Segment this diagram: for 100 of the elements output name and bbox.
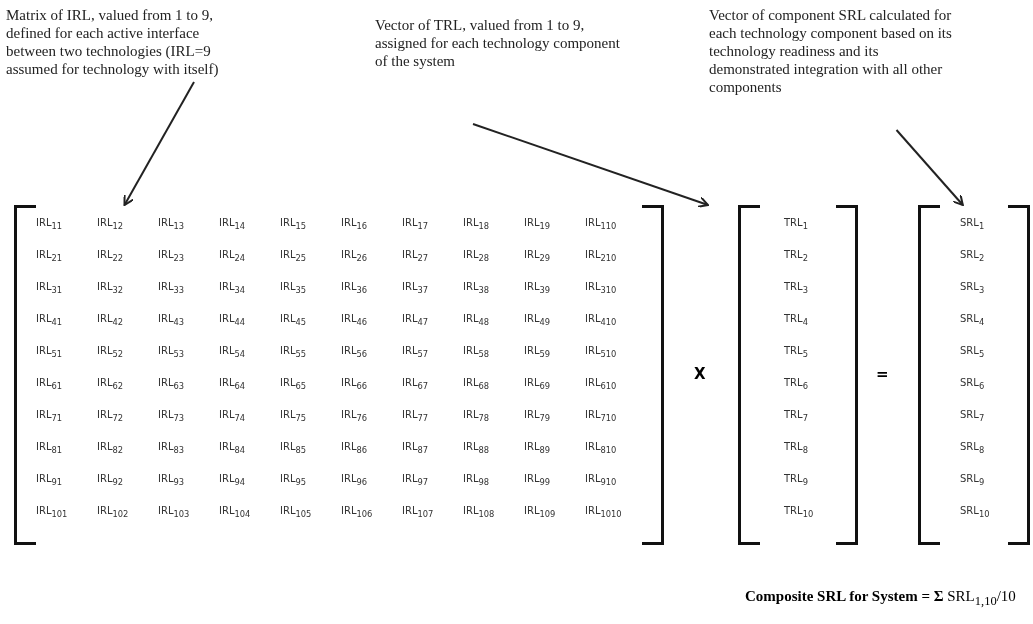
matrix-entry: IRL$_{96}$: [341, 473, 368, 487]
matrix-entry: IRL$_{46}$: [341, 313, 368, 327]
matrix-entry: IRL$_{48}$: [463, 313, 490, 327]
matrix-entry: IRL$_{51}$: [36, 345, 63, 359]
matrix-entry: IRL$_{67}$: [402, 377, 429, 391]
matrix-entry: IRL$_{19}$: [524, 217, 551, 231]
matrix-entry: TRL$_{10}$: [784, 505, 814, 519]
matrix-entry: IRL$_{72}$: [97, 409, 124, 423]
matrix-entry: TRL$_{6}$: [784, 377, 808, 391]
matrix-entry: IRL$_{49}$: [524, 313, 551, 327]
matrix-entry: SRL$_{2}$: [960, 249, 985, 263]
matrix-entry: IRL$_{710}$: [585, 409, 617, 423]
arrow: [123, 81, 195, 206]
matrix-entry: IRL$_{64}$: [219, 377, 246, 391]
matrix-entry: IRL$_{18}$: [463, 217, 490, 231]
matrix-entry: IRL$_{75}$: [280, 409, 307, 423]
annotation-text: Vector of TRL, valued from 1 to 9, assigned for each technology component of the system: [375, 16, 620, 70]
matrix-entry: IRL$_{77}$: [402, 409, 429, 423]
matrix-entry: IRL$_{13}$: [158, 217, 185, 231]
matrix-entry: IRL$_{410}$: [585, 313, 617, 327]
matrix-entry: IRL$_{108}$: [463, 505, 495, 519]
irl-matrix: [14, 205, 664, 545]
matrix-entry: IRL$_{85}$: [280, 441, 307, 455]
matrix-entry: IRL$_{25}$: [280, 249, 307, 263]
matrix-entry: IRL$_{45}$: [280, 313, 307, 327]
matrix-entry: IRL$_{81}$: [36, 441, 63, 455]
matrix-entry: TRL$_{4}$: [784, 313, 808, 327]
annotation-text: Vector of component SRL calculated for each technology component based on its technology readiness and its demonstrated integration with all other components: [709, 6, 959, 96]
matrix-entry: IRL$_{99}$: [524, 473, 551, 487]
matrix-entry: IRL$_{58}$: [463, 345, 490, 359]
matrix-entry: IRL$_{94}$: [219, 473, 246, 487]
matrix-entry: SRL$_{1}$: [960, 217, 985, 231]
matrix-entry: IRL$_{73}$: [158, 409, 185, 423]
matrix-entry: TRL$_{5}$: [784, 345, 808, 359]
matrix-entry: IRL$_{1010}$: [585, 505, 622, 519]
matrix-entry: IRL$_{24}$: [219, 249, 246, 263]
matrix-entry: IRL$_{31}$: [36, 281, 63, 295]
matrix-entry: SRL$_{4}$: [960, 313, 985, 327]
matrix-entry: IRL$_{33}$: [158, 281, 185, 295]
matrix-entry: IRL$_{97}$: [402, 473, 429, 487]
matrix-entry: IRL$_{35}$: [280, 281, 307, 295]
matrix-entry: IRL$_{38}$: [463, 281, 490, 295]
multiply-sign: X: [694, 365, 706, 383]
equals-sign: =: [876, 365, 889, 383]
matrix-entry: IRL$_{310}$: [585, 281, 617, 295]
formula-text: Composite SRL for System = Σ SRL$_{1,10}$/10: [745, 588, 1016, 609]
matrix-entry: SRL$_{5}$: [960, 345, 985, 359]
matrix-entry: TRL$_{3}$: [784, 281, 808, 295]
matrix-entry: IRL$_{57}$: [402, 345, 429, 359]
matrix-entry: IRL$_{21}$: [36, 249, 63, 263]
matrix-entry: IRL$_{14}$: [219, 217, 246, 231]
matrix-entry: IRL$_{42}$: [97, 313, 124, 327]
matrix-entry: TRL$_{1}$: [784, 217, 808, 231]
matrix-entry: IRL$_{101}$: [36, 505, 68, 519]
matrix-entry: IRL$_{84}$: [219, 441, 246, 455]
srl-vector: [918, 205, 1030, 545]
matrix-entry: SRL$_{8}$: [960, 441, 985, 455]
matrix-entry: IRL$_{12}$: [97, 217, 124, 231]
matrix-entry: IRL$_{110}$: [585, 217, 617, 231]
matrix-entry: IRL$_{109}$: [524, 505, 556, 519]
matrix-entry: IRL$_{83}$: [158, 441, 185, 455]
matrix-entry: TRL$_{9}$: [784, 473, 808, 487]
matrix-entry: IRL$_{54}$: [219, 345, 246, 359]
arrow: [472, 123, 709, 208]
matrix-entry: IRL$_{32}$: [97, 281, 124, 295]
matrix-entry: IRL$_{44}$: [219, 313, 246, 327]
matrix-entry: IRL$_{61}$: [36, 377, 63, 391]
matrix-entry: IRL$_{16}$: [341, 217, 368, 231]
matrix-entry: IRL$_{610}$: [585, 377, 617, 391]
matrix-entry: IRL$_{105}$: [280, 505, 312, 519]
matrix-entry: SRL$_{7}$: [960, 409, 985, 423]
matrix-entry: IRL$_{79}$: [524, 409, 551, 423]
matrix-entry: IRL$_{37}$: [402, 281, 429, 295]
matrix-entry: IRL$_{91}$: [36, 473, 63, 487]
matrix-entry: IRL$_{36}$: [341, 281, 368, 295]
matrix-entry: IRL$_{65}$: [280, 377, 307, 391]
matrix-entry: SRL$_{3}$: [960, 281, 985, 295]
matrix-entry: TRL$_{8}$: [784, 441, 808, 455]
matrix-entry: IRL$_{68}$: [463, 377, 490, 391]
matrix-entry: IRL$_{17}$: [402, 217, 429, 231]
matrix-entry: IRL$_{52}$: [97, 345, 124, 359]
matrix-entry: IRL$_{62}$: [97, 377, 124, 391]
matrix-entry: IRL$_{71}$: [36, 409, 63, 423]
matrix-entry: IRL$_{92}$: [97, 473, 124, 487]
matrix-entry: IRL$_{74}$: [219, 409, 246, 423]
matrix-entry: IRL$_{27}$: [402, 249, 429, 263]
matrix-entry: TRL$_{2}$: [784, 249, 808, 263]
matrix-entry: IRL$_{66}$: [341, 377, 368, 391]
matrix-entry: IRL$_{82}$: [97, 441, 124, 455]
arrow: [895, 129, 964, 206]
matrix-entry: IRL$_{98}$: [463, 473, 490, 487]
matrix-entry: IRL$_{41}$: [36, 313, 63, 327]
matrix-entry: IRL$_{55}$: [280, 345, 307, 359]
matrix-entry: IRL$_{210}$: [585, 249, 617, 263]
matrix-entry: IRL$_{59}$: [524, 345, 551, 359]
matrix-entry: IRL$_{15}$: [280, 217, 307, 231]
matrix-entry: IRL$_{78}$: [463, 409, 490, 423]
matrix-entry: IRL$_{89}$: [524, 441, 551, 455]
matrix-entry: IRL$_{510}$: [585, 345, 617, 359]
matrix-entry: IRL$_{22}$: [97, 249, 124, 263]
